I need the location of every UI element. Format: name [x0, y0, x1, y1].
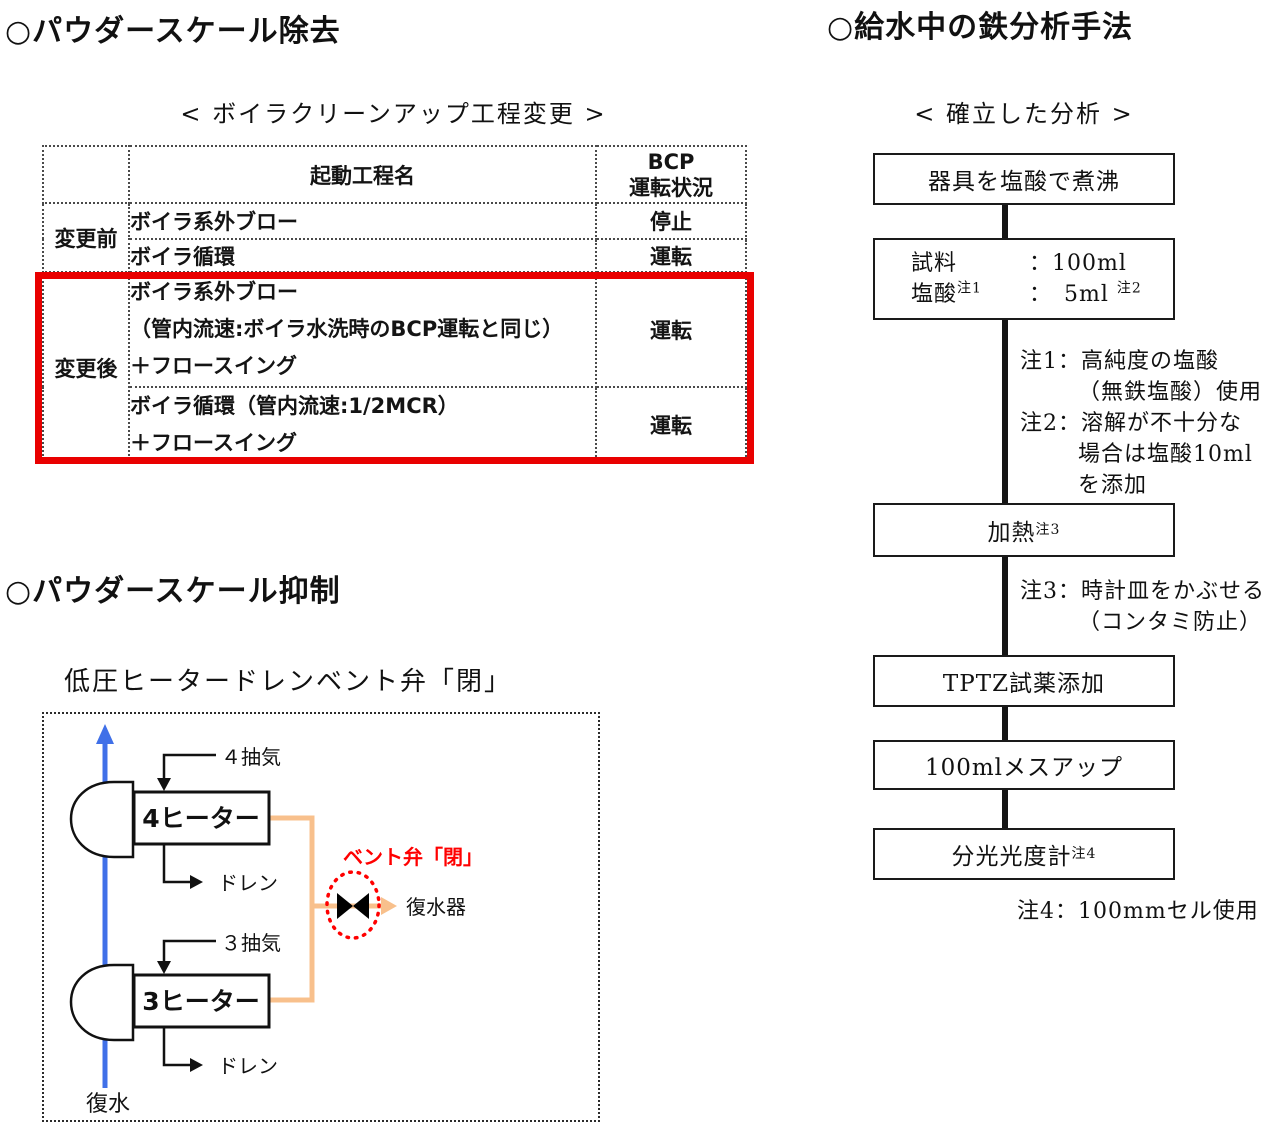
condensate-label: 復水 [86, 1092, 130, 1117]
note3-line1: 注3：時計皿をかぶせる [1020, 579, 1265, 604]
established-analysis-caption: < 確立した分析 > [914, 100, 1134, 128]
title-powder-scale-suppression: ○パウダースケール抑制 [5, 574, 341, 609]
after-row2-line2: ＋フロースイング [130, 431, 297, 455]
note-3: 注3：時計皿をかぶせる （コンタミ防止） [1020, 576, 1265, 638]
after-row1-line2: （管内流速:ボイラ水洗時のBCP運転と同じ） [130, 317, 564, 341]
boiler-cleanup-table-caption: < ボイラクリーンアップ工程変更 > [180, 100, 607, 128]
acid-note2-sup: 注2 [1116, 280, 1142, 297]
heater3-vent-pipe [269, 906, 315, 1003]
heater3-head-shape [69, 963, 135, 1042]
closed-valve-circle [325, 870, 381, 940]
after-row1-status: 運転 [595, 271, 747, 388]
drain4-label: ドレン [218, 871, 278, 895]
note4-line1: 注4：100mmセル使用 [1017, 899, 1259, 924]
flow-step-tptz-reagent: TPTZ試薬添加 [873, 655, 1175, 707]
note2-line2: 場合は塩酸10ml [1078, 442, 1253, 467]
after-label-cell: 変更後 [42, 271, 130, 464]
title-powder-scale-removal: ○パウダースケール除去 [5, 14, 341, 49]
extraction4-line [162, 753, 216, 784]
drain3-arrow-icon [190, 1058, 203, 1072]
note1-line2: （無鉄塩酸）使用 [1078, 380, 1263, 405]
after-row1-line1: ボイラ系外ブロー [130, 280, 298, 304]
condensate-arrow-icon [96, 724, 114, 744]
acid-line: 塩酸注1 ： 5ml 注2 [911, 279, 1142, 310]
before-row2-process: ボイラ循環 [128, 238, 597, 273]
extraction4-arrow-icon [157, 778, 171, 791]
heater3-label: 3ヒーター [142, 987, 259, 1016]
extraction4-label: ４抽気 [221, 745, 281, 769]
before-row1-process: ボイラ系外ブロー [128, 202, 597, 240]
table-row: 変更前 ボイラ系外ブロー 停止 [42, 202, 747, 273]
table-row: 変更後 ボイラ系外ブロー （管内流速:ボイラ水洗時のBCP運転と同じ） ＋フロー… [42, 271, 747, 464]
extraction3-line [162, 939, 216, 967]
vent-valve-icon [337, 893, 353, 919]
after-row2-process: ボイラ循環（管内流速:1/2MCR） ＋フロースイング [128, 386, 597, 464]
notes-1-2: 注1：高純度の塩酸 （無鉄塩酸）使用 注2：溶解が不十分な 場合は塩酸10ml … [1020, 346, 1262, 501]
after-row2-line1: ボイラ循環（管内流速:1/2MCR） [130, 394, 459, 418]
heater4-body [132, 790, 271, 846]
condenser-label: 復水器 [406, 895, 466, 919]
note-4: 注4：100mmセル使用 [1017, 896, 1259, 927]
header-process-name: 起動工程名 [128, 145, 597, 204]
note2-line1: 注2：溶解が不十分な [1020, 411, 1242, 436]
after-row2-status: 運転 [595, 386, 747, 464]
vent-valve-closed-label: ベント弁「閉」 [343, 845, 483, 869]
sample-value: ：100ml [1029, 251, 1127, 276]
heater4-head-shape [69, 780, 135, 859]
note1-line1: 注1：高純度の塩酸 [1020, 349, 1219, 374]
header-bcp-line2: 運転状況 [629, 175, 713, 200]
after-row1-line3: ＋フロースイング [130, 354, 297, 378]
sample-line: 試料 ：100ml [911, 248, 1142, 279]
table-row: ボイラ循環（管内流速:1/2MCR） ＋フロースイング 運転 [43, 386, 747, 464]
acid-note1-sup: 注1 [957, 280, 982, 297]
header-bcp-line1: BCP [647, 149, 695, 174]
heater-drain-diagram: 4ヒーター ４抽気 ドレン ベント弁「閉」 復水器 3ヒーター ３抽気 [42, 712, 600, 1122]
after-row1-process: ボイラ系外ブロー （管内流速:ボイラ水洗時のBCP運転と同じ） ＋フロースイング [128, 271, 597, 388]
note2-line3: を添加 [1078, 473, 1148, 498]
flow-step-boil-tools: 器具を塩酸で煮沸 [873, 153, 1175, 205]
heater4-vent-pipe [269, 815, 315, 906]
table-row: ボイラ循環 運転 [43, 238, 747, 273]
table-corner-cell [42, 145, 130, 204]
flow-step-fill-100ml: 100mlメスアップ [873, 740, 1175, 790]
before-row1-status: 停止 [595, 202, 747, 240]
condenser-arrow-icon [381, 897, 397, 915]
title-iron-analysis: ○給水中の鉄分析手法 [827, 10, 1134, 45]
lp-heater-drain-vent-caption: 低圧ヒータードレンベント弁「閉」 [64, 667, 513, 697]
before-row2-status: 運転 [595, 238, 747, 273]
sample-label: 試料 [911, 251, 958, 276]
drain4-arrow-icon [190, 875, 203, 889]
drain3-line [162, 1027, 192, 1067]
flow-step-heating: 加熱注3 [873, 503, 1175, 557]
heater4-label: 4ヒーター [142, 804, 259, 833]
drain4-line [162, 844, 192, 884]
before-label-cell: 変更前 [42, 202, 130, 273]
acid-value: ： 5ml [1029, 282, 1117, 307]
header-bcp-status: BCP 運転状況 [595, 145, 747, 204]
heater-drain-diagram-svg: 4ヒーター ４抽気 ドレン ベント弁「閉」 復水器 3ヒーター ３抽気 [69, 724, 483, 1117]
heater3-body [132, 973, 271, 1029]
vent-valve-icon [353, 893, 369, 919]
boiler-cleanup-table: 起動工程名 BCP 運転状況 変更前 ボイラ系外ブロー 停止 ボイラ循環 運転 … [42, 145, 747, 464]
extraction3-arrow-icon [157, 961, 171, 974]
note3-line2: （コンタミ防止） [1078, 610, 1263, 635]
drain3-label: ドレン [218, 1054, 278, 1078]
acid-label: 塩酸注1 [911, 280, 982, 307]
extraction3-label: ３抽気 [221, 931, 281, 955]
flow-step-sample-acid: 試料 ：100ml 塩酸注1 ： 5ml 注2 [873, 238, 1175, 320]
flow-step-spectrophotometer: 分光光度計注4 [873, 828, 1175, 880]
